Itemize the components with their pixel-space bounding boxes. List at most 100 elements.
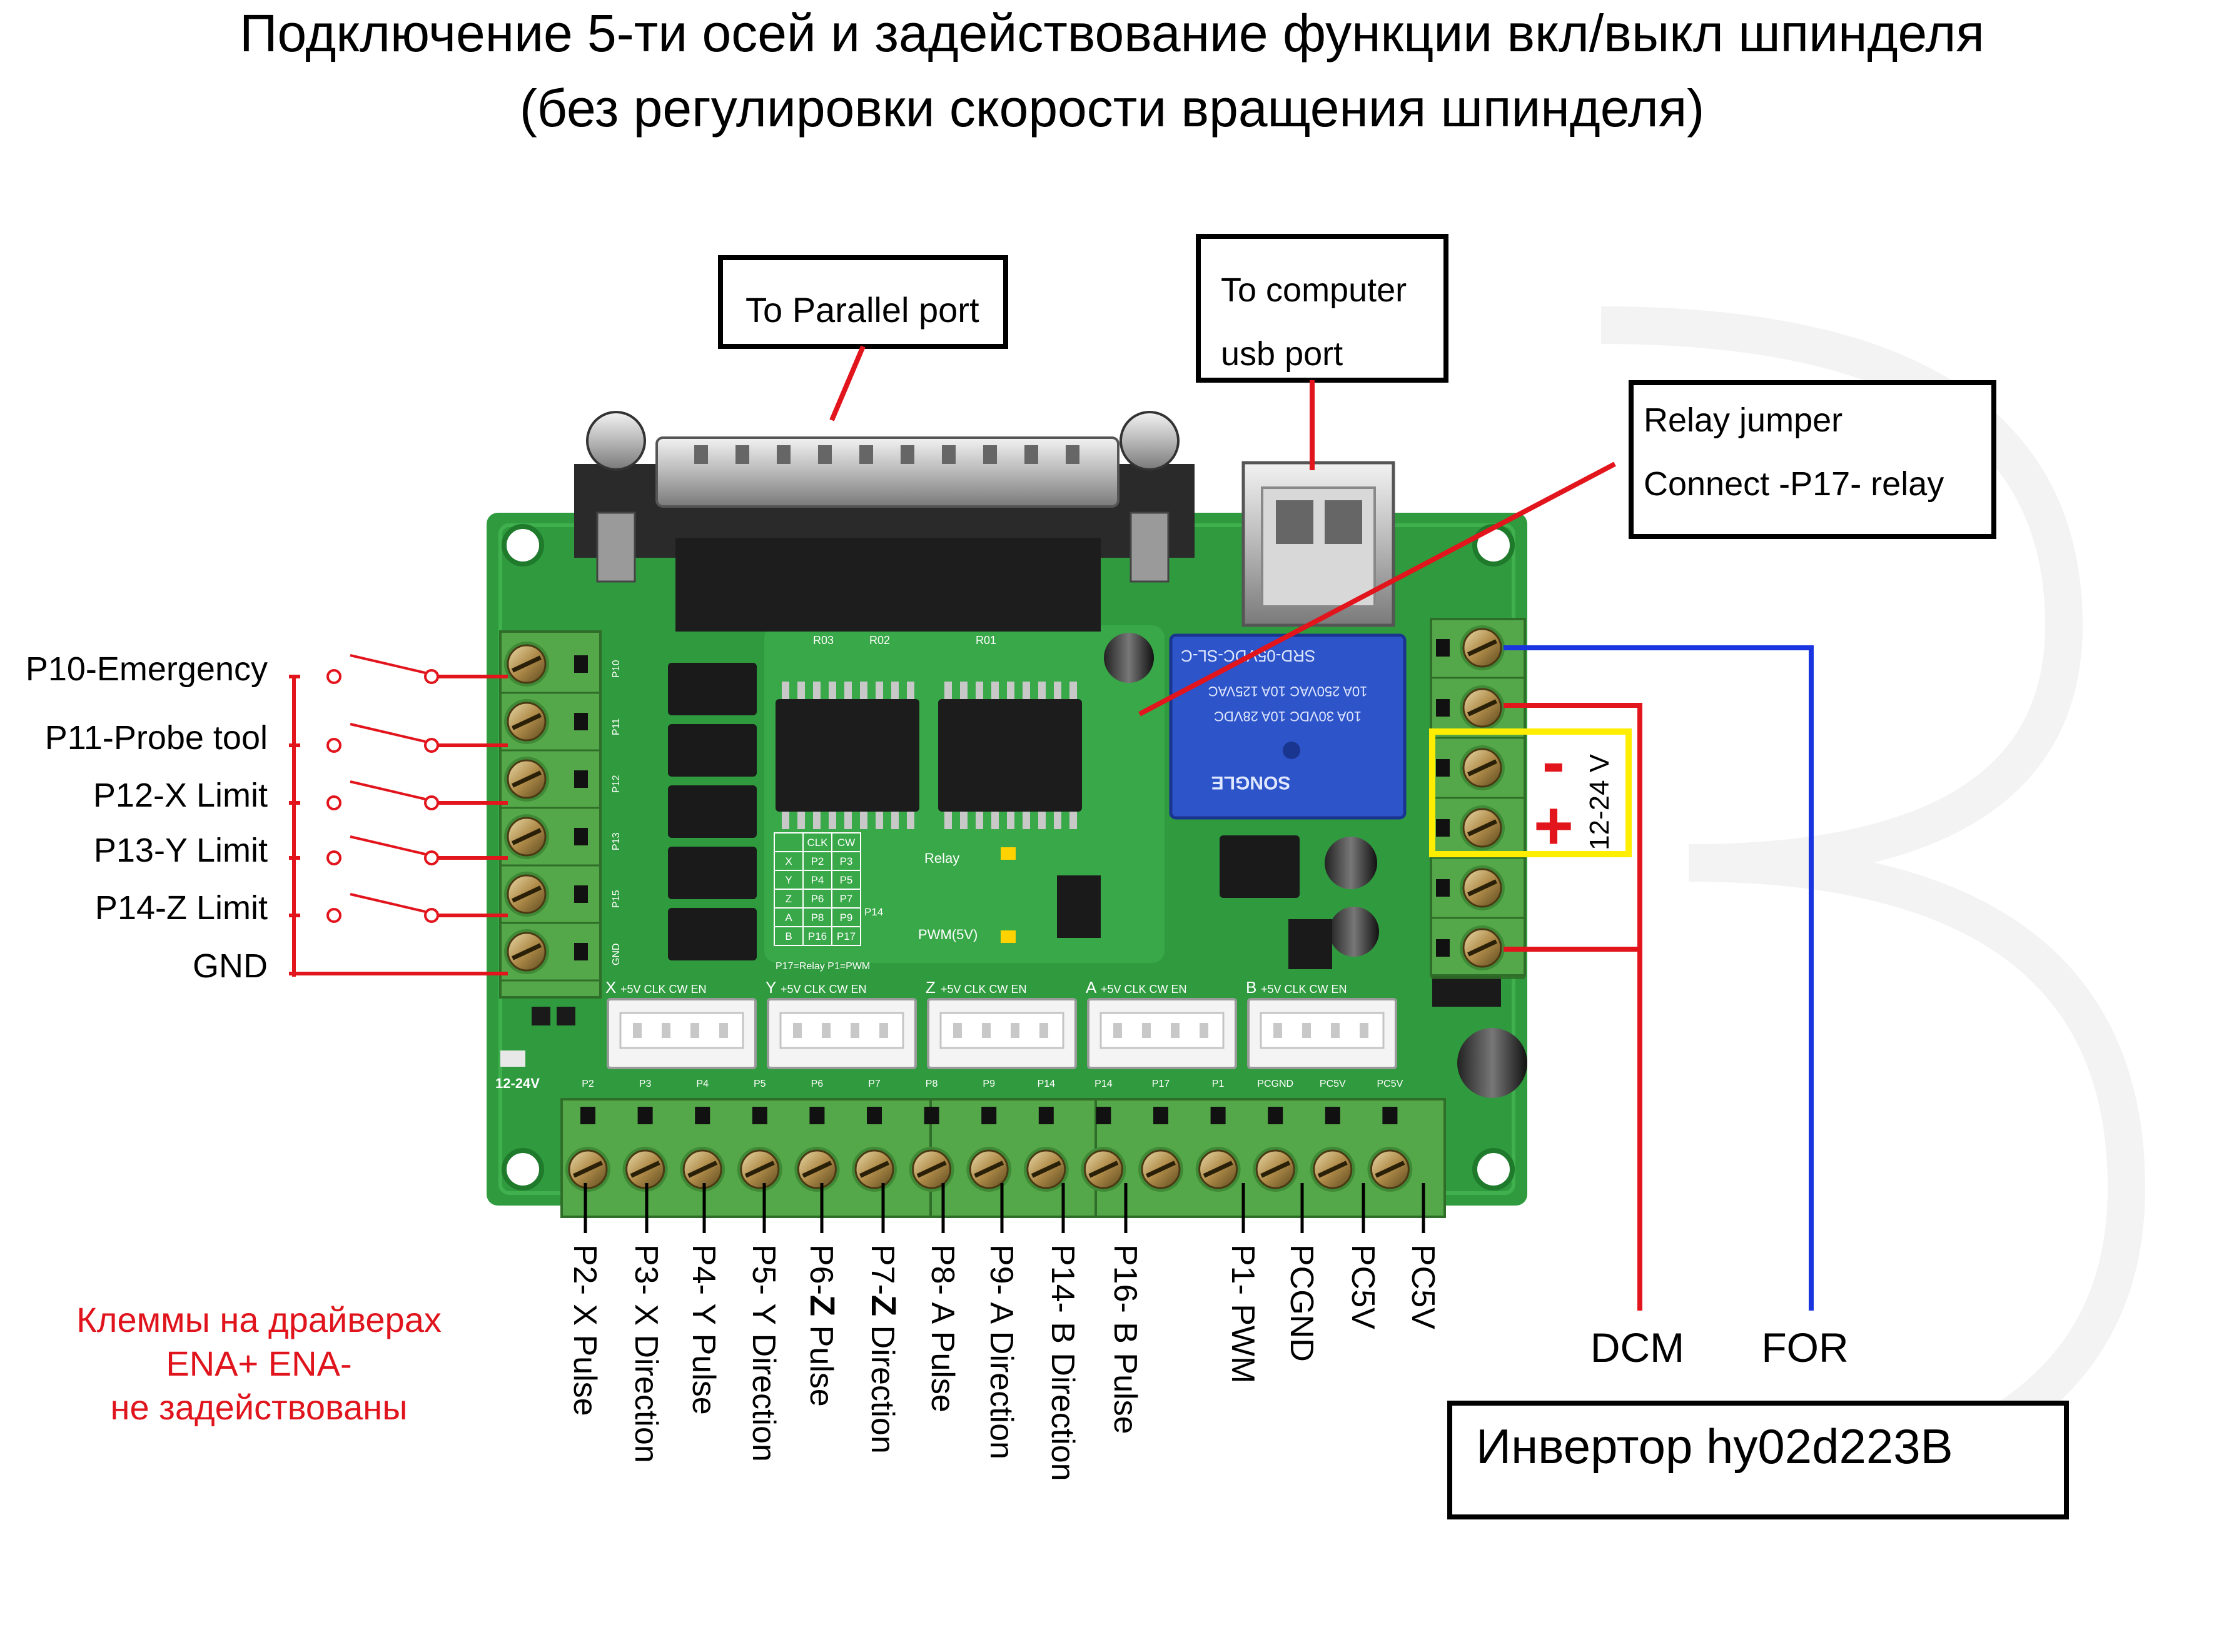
- relay: SRD-05VDC-SL-C 10A 250VAC 10A 125VAC 10A…: [1169, 633, 1407, 820]
- axis-group-label: X: [605, 978, 616, 997]
- left-input-label: P10-Emergency: [26, 650, 268, 688]
- axis-pin-label: +5V CLK CW EN: [1101, 983, 1187, 995]
- bottom-terminal-label: P14- B Direction: [1044, 1244, 1081, 1481]
- axis-pin-label: +5V CLK CW EN: [620, 983, 707, 995]
- axis-pin-label: +5V CLK CW EN: [1261, 983, 1347, 995]
- bottom-terminal-screw: [737, 1147, 782, 1192]
- inverter-box: Инвертор hy02d223B: [1447, 1401, 2069, 1519]
- driver-note: Клеммы на драйверах ENA+ ENA- не задейст…: [76, 1300, 442, 1427]
- wire-label-for: FOR: [1761, 1324, 1848, 1371]
- bottom-terminal-screw: [852, 1147, 897, 1192]
- mount-hole: [502, 1148, 544, 1191]
- bottom-terminal-screw: [1138, 1147, 1183, 1192]
- wire-dcm-red: [1504, 703, 1642, 1311]
- svg-text:Relay: Relay: [924, 850, 959, 866]
- bottom-terminal-screw: [794, 1147, 840, 1192]
- right-terminal-screw: [1460, 925, 1505, 970]
- axis-table-cell: P16: [808, 930, 827, 942]
- bottom-silk-label: P9: [983, 1079, 995, 1089]
- bottom-silk-label: P7: [868, 1079, 881, 1089]
- title-line-1: Подключение 5-ти осей и задействование ф…: [240, 4, 1984, 63]
- usb-connector: [1241, 461, 1395, 627]
- left-terminal-screw: [504, 699, 549, 744]
- left-silk-label: P11: [611, 718, 622, 735]
- bottom-terminal-label: PC5V: [1405, 1244, 1441, 1329]
- left-terminal-screw: [504, 929, 549, 974]
- axis-table-cell: X: [785, 855, 792, 867]
- power-input-highlight: - + 12-24 V: [1429, 723, 1632, 864]
- left-terminal-screw: [504, 814, 549, 859]
- axis-group-label: A: [1086, 978, 1097, 997]
- left-silk-label: P12: [611, 775, 622, 793]
- switch-contact: [326, 669, 341, 684]
- switch-contact: [424, 795, 439, 810]
- bottom-terminal-screw: [1195, 1147, 1241, 1192]
- left-input-label: P14-Z Limit: [95, 889, 268, 927]
- power-plus-sign: +: [1534, 787, 1574, 864]
- axis-table-cell: CLK: [807, 837, 828, 849]
- left-terminal-screw: [504, 642, 549, 687]
- svg-text:PWM(5V): PWM(5V): [918, 927, 978, 942]
- callout-usb-line-2: usb port: [1221, 335, 1343, 373]
- callout-parallel-port: To Parallel port: [718, 255, 1008, 421]
- wire-for-blue: [1504, 645, 1814, 1311]
- right-terminal-block: [1430, 618, 1526, 979]
- svg-text:12-24V: 12-24V: [495, 1075, 540, 1091]
- mount-hole: [1472, 1148, 1515, 1191]
- svg-text:10A 30VDC 10A 28VDC: 10A 30VDC 10A 28VDC: [1214, 708, 1362, 724]
- axis-table-cell: P9: [840, 912, 853, 924]
- bottom-terminal-label: P2- X Pulse: [567, 1244, 603, 1416]
- power-voltage-label: 12-24 V: [1584, 753, 1615, 850]
- bottom-silk-label: P6: [811, 1079, 824, 1089]
- bottom-terminal-screw: [622, 1147, 668, 1192]
- axis-table-cell: Z: [786, 893, 792, 905]
- bottom-terminal-screw: [909, 1147, 954, 1192]
- bottom-terminal-label: PC5V: [1345, 1244, 1381, 1329]
- callout-usb: To computer usb port: [1196, 234, 1448, 470]
- bottom-terminal-label: P4- Y Pulse: [685, 1244, 722, 1415]
- bottom-terminal-screw: [680, 1147, 725, 1192]
- axis-table-cell: P8: [811, 912, 824, 924]
- bottom-terminal-screw: [1367, 1147, 1413, 1192]
- bottom-terminal-screw: [1310, 1147, 1355, 1192]
- callout-relay-line-2: Connect -P17- relay: [1644, 465, 1944, 503]
- axis-table-cell: P2: [811, 855, 824, 867]
- bottom-terminal-label: PCGND: [1283, 1244, 1320, 1362]
- optocouplers: [668, 663, 757, 960]
- bottom-terminal-label: P5- Y Direction: [746, 1244, 782, 1462]
- axis-group-label: B: [1246, 978, 1256, 997]
- left-input-label: P11-Probe tool: [45, 719, 268, 757]
- bottom-silk-label: PC5V: [1320, 1079, 1346, 1089]
- axis-group-label: Z: [926, 978, 936, 997]
- axis-table-cell: P17: [837, 930, 856, 942]
- bottom-silk-label: PCGND: [1257, 1079, 1293, 1089]
- right-terminal-screw: [1460, 865, 1505, 910]
- bottom-terminal-label: P7-Z Direction: [864, 1244, 904, 1454]
- note-line-3: не задействованы: [111, 1388, 408, 1427]
- small-components: [500, 633, 1527, 1098]
- left-silk-label: P10: [611, 660, 622, 678]
- left-silk-label: P13: [611, 832, 622, 850]
- note-line-1: Клеммы на драйверах: [76, 1300, 442, 1339]
- bottom-silk-label: PC5V: [1377, 1079, 1403, 1089]
- inverter-label: Инвертор hy02d223B: [1476, 1419, 1953, 1474]
- left-terminal-screw: [504, 757, 549, 802]
- db25-connector: [574, 411, 1195, 632]
- switch-lever: [350, 780, 426, 800]
- switch-contact: [326, 850, 341, 865]
- bottom-terminal-label: P6-Z Pulse: [803, 1244, 842, 1407]
- bottom-silk-label: P5: [754, 1079, 766, 1089]
- bottom-silk-label: P1: [1212, 1079, 1225, 1089]
- axis-table-side: P14: [864, 906, 883, 918]
- switch-contact: [326, 908, 341, 923]
- right-terminal-screw: [1460, 805, 1505, 850]
- svg-text:P17=Relay P1=PWM: P17=Relay P1=PWM: [776, 961, 870, 972]
- svg-text:10A 250VAC 10A 125VAC: 10A 250VAC 10A 125VAC: [1208, 683, 1367, 699]
- title-line-2: (без регулировки скорости вращения шпинд…: [520, 79, 1704, 138]
- bottom-terminal-label: P9- A Direction: [983, 1244, 1019, 1459]
